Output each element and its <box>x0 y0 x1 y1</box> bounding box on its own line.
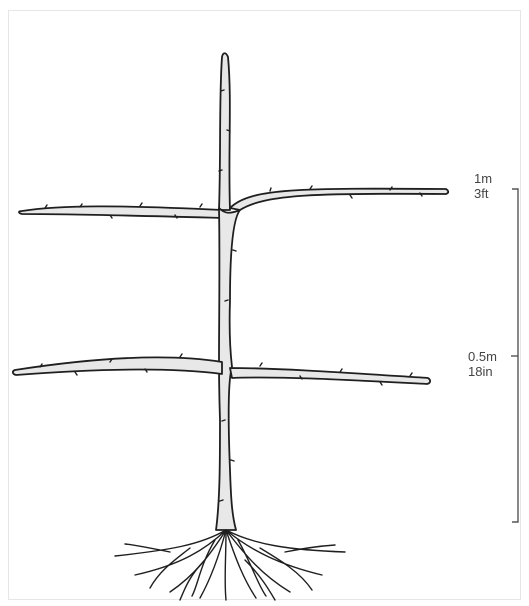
lower-left-branch <box>13 357 222 375</box>
upper-left-branch <box>19 206 224 218</box>
upper-right-branch <box>230 189 448 210</box>
height-label-middle-imperial: 18in <box>468 364 497 379</box>
height-label-top: 1m 3ft <box>474 171 492 201</box>
height-label-top-metric: 1m <box>474 171 492 186</box>
height-label-top-imperial: 3ft <box>474 186 492 201</box>
height-label-middle: 0.5m 18in <box>468 349 497 379</box>
bud-marks <box>40 90 422 501</box>
leader-stem <box>219 53 230 210</box>
height-label-middle-metric: 0.5m <box>468 349 497 364</box>
lower-right-branch <box>230 368 430 384</box>
roots <box>115 530 345 600</box>
